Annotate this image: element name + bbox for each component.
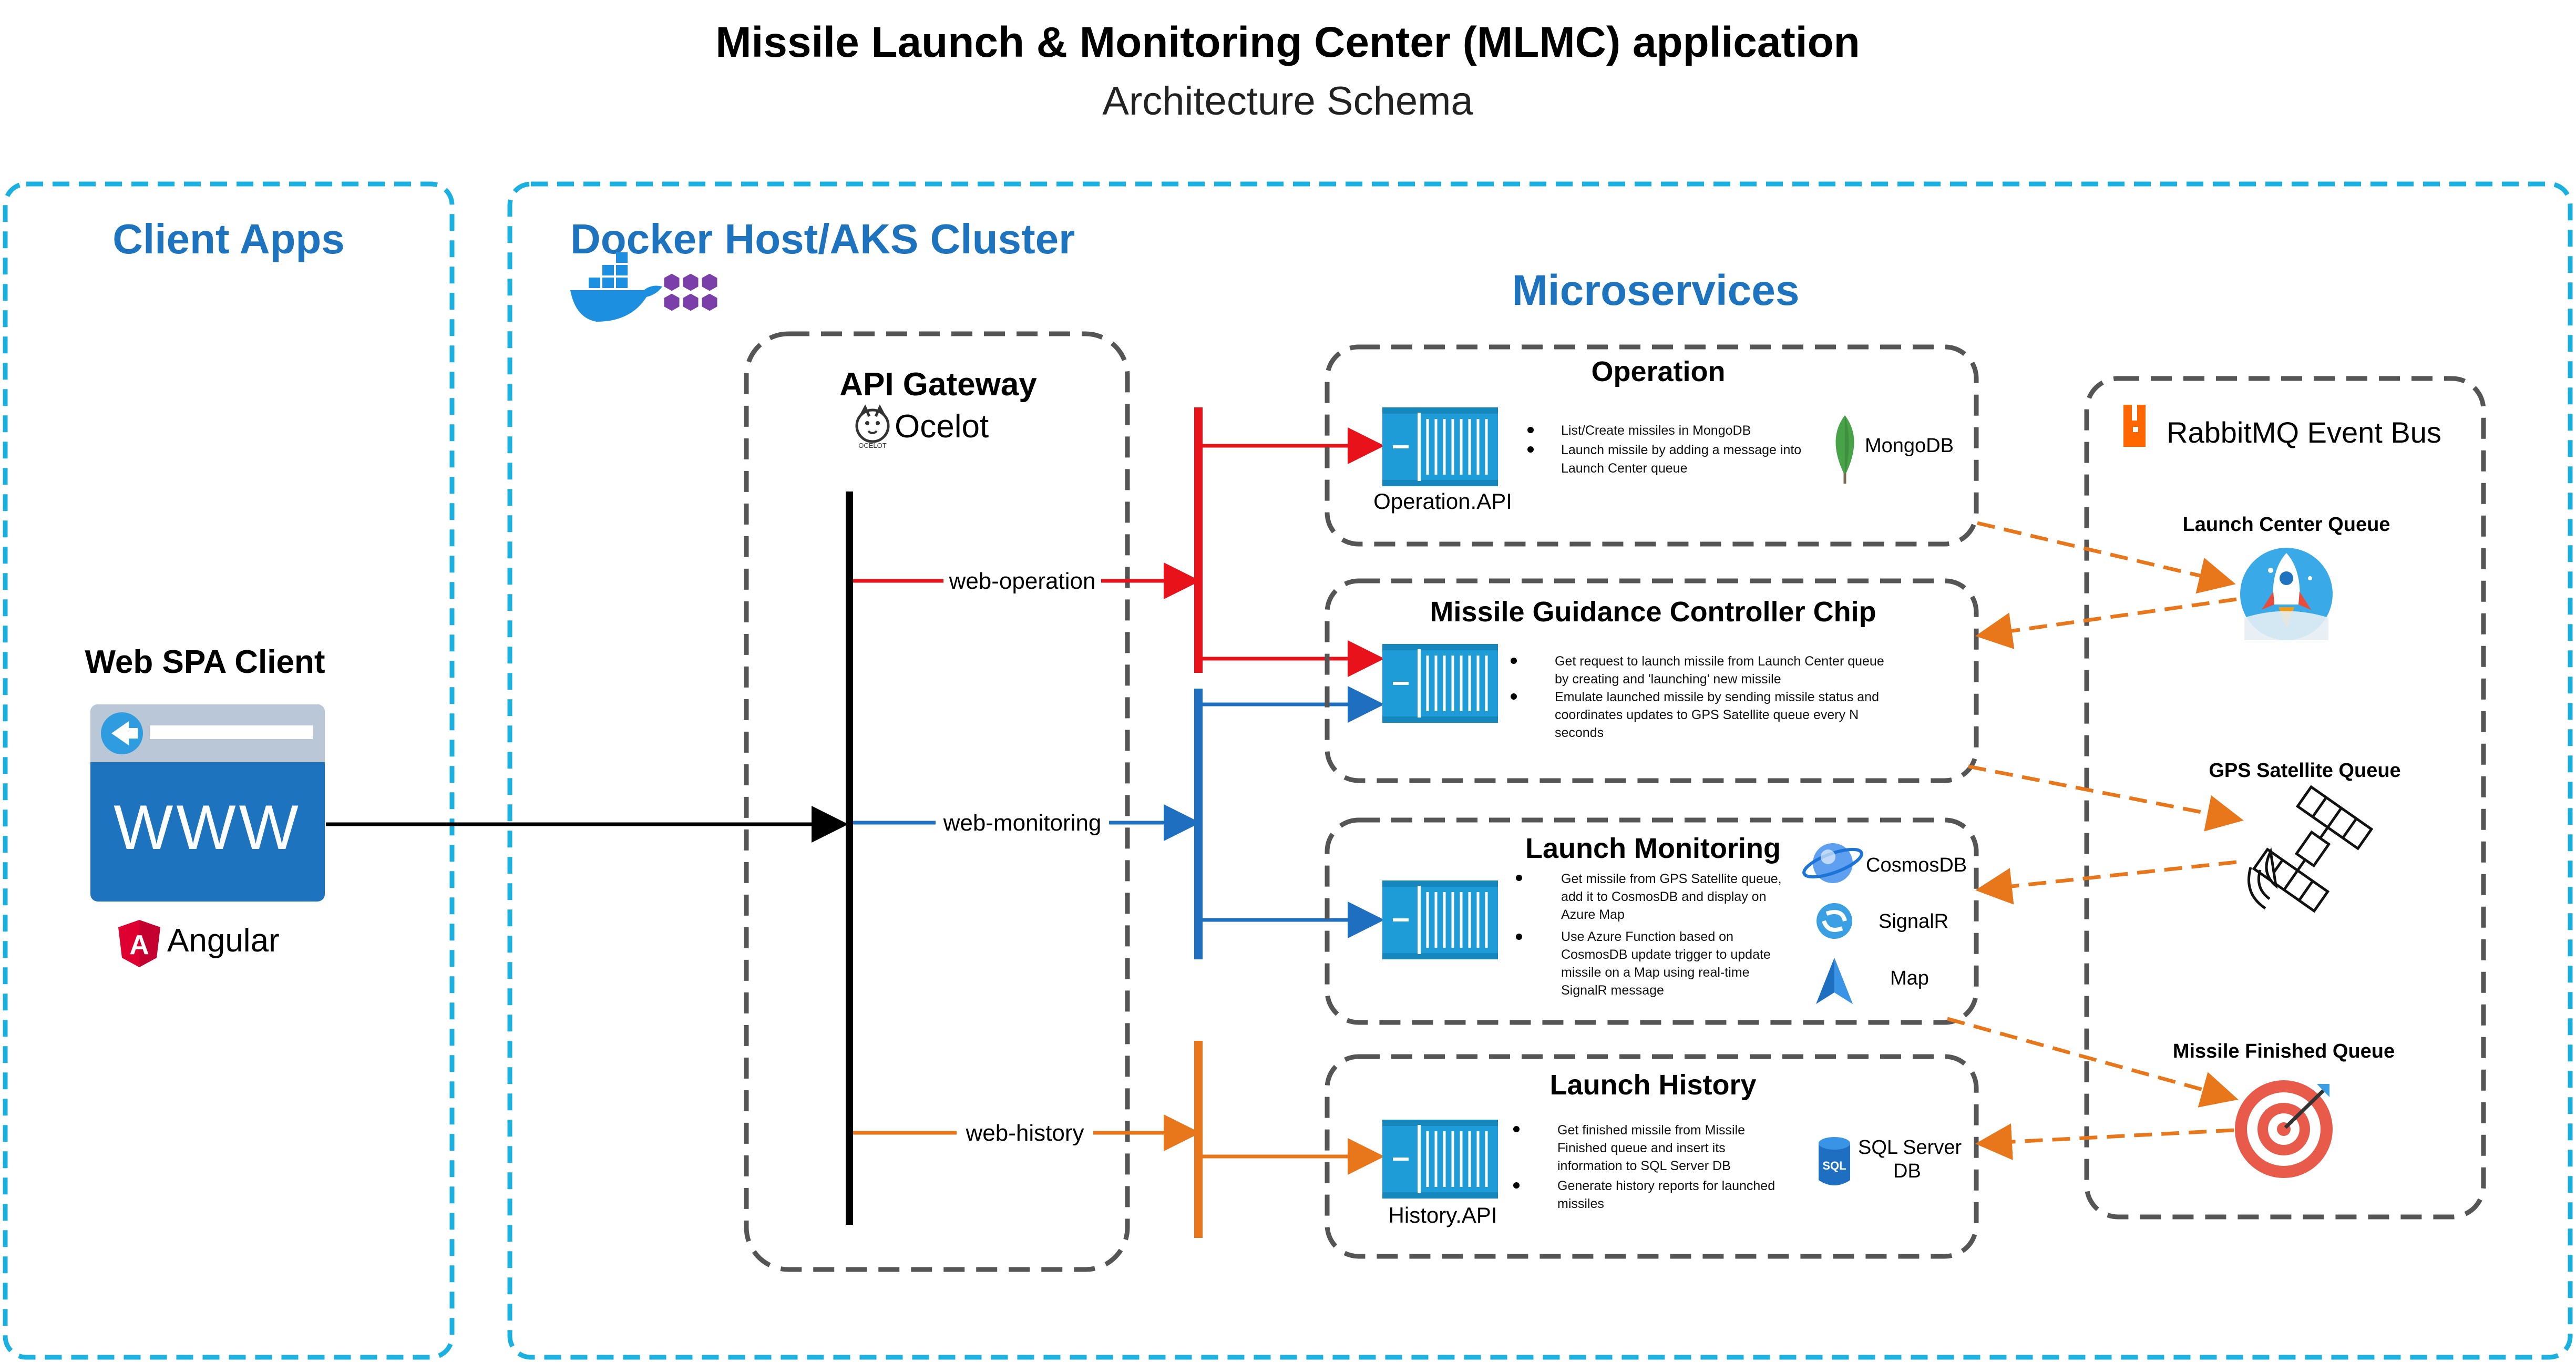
event-bus-title: RabbitMQ Event Bus [2167,416,2441,449]
sql-badge-text: SQL [1822,1159,1846,1172]
operation-service-box [1325,344,1979,547]
history-bullet-3: information to SQL Server DB [1557,1159,1731,1173]
monitoring-service-box [1325,817,1979,1025]
monitoring-bullet-1: Get missile from GPS Satellite queue, [1561,872,1782,886]
cluster-panel [507,181,2573,1360]
guidance-bullet-5: seconds [1555,725,1604,740]
microservices-heading: Microservices [1512,267,1799,314]
angular-icon: A [118,920,160,967]
sql-server-icon: SQL [1819,1137,1850,1185]
rabbitmq-icon [2123,405,2146,447]
monitoring-bullet-6: missile on a Map using real-time [1561,965,1749,980]
history-bullet-5: missiles [1557,1196,1604,1211]
web-browser-icon: WWW [90,704,325,902]
monitoring-bullet-2: add it to CosmosDB and display on [1561,889,1767,904]
operation-bullet-2: Launch missile by adding a message into [1561,443,1801,457]
monitoring-bullet-4: Use Azure Function based on [1561,929,1733,944]
gps-queue-to-monitoring-arrow [1975,860,2237,905]
rocket-icon [2240,548,2333,640]
web-spa-client-title: Web SPA Client [85,644,325,680]
monitoring-bullet-5: CosmosDB update trigger to update [1561,947,1771,962]
history-bullet-2: Finished queue and insert its [1557,1141,1726,1155]
monitoring-bullet-3: Azure Map [1561,907,1625,922]
mongodb-icon [1835,415,1854,484]
api-gateway-box [744,331,1130,1272]
monitoring-container-icon [1382,880,1498,959]
operation-bullet-1: List/Create missiles in MongoDB [1561,423,1751,438]
guidance-bullet-2: by creating and 'launching' new missile [1555,672,1781,687]
browser-www-text: WWW [114,792,302,863]
sql-server-label-line1: SQL Server [1858,1136,1962,1159]
guidance-bullet-3: Emulate launched missile by sending miss… [1555,690,1879,704]
cluster-heading: Docker Host/AKS Cluster [570,216,1075,262]
history-distribution-bar [1194,1041,1203,1238]
operation-service-title: Operation [1591,356,1725,387]
monitoring-service-title: Launch Monitoring [1525,833,1781,864]
api-gateway-title: API Gateway [839,366,1037,403]
ocelot-label: Ocelot [895,408,989,445]
monitoring-distribution-bar [1194,689,1203,959]
signalr-icon [1816,903,1852,939]
gateway-bus-bar [846,491,853,1225]
monitoring-bullet-7: SignalR message [1561,983,1664,998]
finished-queue-to-history-arrow [1975,1123,2234,1161]
history-bullet-4: Generate history reports for launched [1557,1179,1775,1193]
sql-server-label-line2: DB [1893,1160,1921,1182]
missile-finished-queue-label: Missile Finished Queue [2173,1040,2395,1062]
guidance-service-title: Missile Guidance Controller Chip [1430,596,1876,628]
guidance-service-box [1325,578,1979,783]
operation-api-label: Operation.API [1373,489,1512,514]
map-label: Map [1890,967,1929,989]
ocelot-logo-caption: OCELOT [858,442,887,449]
operation-container-icon [1382,407,1498,486]
cosmosdb-icon [1802,843,1863,883]
satellite-icon [2247,785,2374,913]
history-service-title: Launch History [1549,1069,1756,1101]
launch-queue-to-guidance-arrow [1975,597,2237,649]
guidance-to-gps-queue-arrow [1968,764,2244,832]
monitoring-to-finished-queue-arrow [1947,1017,2239,1108]
operation-bullet-3: Launch Center queue [1561,461,1687,476]
guidance-bullet-4: coordinates updates to GPS Satellite que… [1555,708,1859,722]
ocelot-logo-icon: OCELOT [855,404,890,449]
target-icon [2235,1080,2333,1178]
diagram-subtitle: Architecture Schema [1102,79,1473,124]
cosmosdb-label: CosmosDB [1866,854,1967,876]
launch-center-queue-label: Launch Center Queue [2183,514,2390,536]
history-bullet-1: Get finished missile from Missile [1557,1123,1745,1138]
history-api-label: History.API [1389,1203,1497,1227]
route-web-monitoring-label: web-monitoring [943,810,1102,836]
client-apps-panel [3,181,455,1360]
aks-icon [662,272,719,313]
azure-map-icon [1816,958,1853,1004]
svg-text:A: A [129,930,149,960]
gps-satellite-queue-label: GPS Satellite Queue [2209,760,2400,782]
angular-label: Angular [167,923,280,959]
guidance-container-icon [1382,644,1498,723]
operation-to-launch-queue-arrow [1977,521,2236,594]
docker-icon [570,252,662,322]
client-apps-heading: Client Apps [112,216,344,262]
mongodb-label: MongoDB [1865,435,1954,457]
diagram-title: Missile Launch & Monitoring Center (MLMC… [715,18,1860,66]
history-container-icon [1382,1120,1498,1199]
signalr-label: SignalR [1879,910,1948,933]
event-bus-box [2084,376,2486,1220]
operation-distribution-bar [1194,407,1203,673]
route-web-operation-label: web-operation [949,568,1096,594]
guidance-bullet-1: Get request to launch missile from Launc… [1555,654,1884,669]
route-web-history-label: web-history [966,1120,1084,1146]
